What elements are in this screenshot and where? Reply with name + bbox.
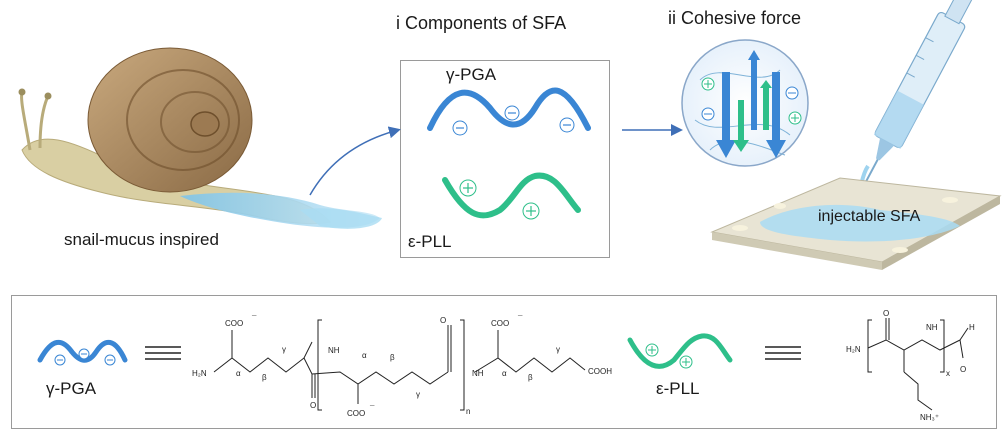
pll-label-bottom: ε-PLL bbox=[656, 379, 700, 398]
pga-label-top: γ-PGA bbox=[446, 65, 497, 84]
pll-chemical-labels: H₂N O NH x H O NH₃⁺ bbox=[846, 309, 975, 422]
chem-minus-3: ¯ bbox=[517, 315, 523, 324]
chem-nh-1: NH bbox=[328, 346, 340, 355]
chem-beta-1: β bbox=[262, 373, 267, 382]
chem-gamma-3: γ bbox=[556, 345, 560, 354]
chem-alpha-3: α bbox=[502, 369, 507, 378]
structure-box bbox=[11, 295, 997, 429]
pll-icon-bottom bbox=[627, 333, 733, 369]
chem-beta-2: β bbox=[390, 353, 395, 362]
chem-o-1: O bbox=[310, 401, 316, 410]
chem-coo-3: COO bbox=[491, 319, 509, 328]
pga-chemical-structure bbox=[213, 319, 586, 411]
chem-h: H bbox=[969, 323, 975, 332]
equivalence-symbol-pll bbox=[765, 346, 801, 360]
chem-minus-1: ¯ bbox=[251, 315, 257, 324]
chem-gamma-2: γ bbox=[416, 390, 420, 399]
chem-alpha-2: α bbox=[362, 351, 367, 360]
chem-n-subscript: n bbox=[466, 407, 470, 416]
chem-nh-3: NH bbox=[926, 323, 938, 332]
chem-beta-3: β bbox=[528, 373, 533, 382]
pll-chemical-structure bbox=[867, 318, 969, 411]
tissue-slab-illustration bbox=[710, 177, 1002, 270]
chem-o-3: O bbox=[883, 309, 889, 318]
chem-o-4: O bbox=[960, 365, 966, 374]
pll-label-top: ε-PLL bbox=[408, 232, 452, 251]
chem-h2n-pga: H₂N bbox=[192, 369, 207, 378]
pll-chain-top bbox=[442, 172, 581, 220]
section-ii-title: ii Cohesive force bbox=[668, 8, 802, 28]
chem-coo-1: COO bbox=[225, 319, 243, 328]
pga-label-bottom: γ-PGA bbox=[46, 379, 97, 398]
flow-arrow-snail-to-components bbox=[309, 126, 401, 196]
chem-o-2: O bbox=[440, 316, 446, 325]
chem-x-subscript: x bbox=[946, 369, 950, 378]
pga-chemical-labels: COO ¯ H₂N α β γ O NH α β γ O COO ¯ n NH … bbox=[192, 315, 612, 418]
chem-cooh: COOH bbox=[588, 367, 612, 376]
pga-icon-bottom bbox=[37, 340, 128, 366]
pga-chain-top bbox=[427, 87, 591, 136]
components-box bbox=[400, 60, 610, 258]
chem-alpha-1: α bbox=[236, 369, 241, 378]
snail-illustration bbox=[18, 47, 382, 229]
cohesive-force-circle bbox=[681, 39, 809, 167]
syringe-illustration bbox=[856, 0, 979, 206]
injectable-sfa-label: injectable SFA bbox=[818, 208, 921, 225]
section-i-title: i Components of SFA bbox=[396, 13, 567, 33]
chem-nh-2: NH bbox=[472, 369, 484, 378]
chem-h2n-pll: H₂N bbox=[846, 345, 861, 354]
chem-coo-2: COO bbox=[347, 409, 365, 418]
chem-nh3: NH₃⁺ bbox=[920, 413, 939, 422]
equivalence-symbol-pga bbox=[145, 346, 181, 360]
chem-minus-2: ¯ bbox=[369, 405, 375, 414]
chem-gamma-1: γ bbox=[282, 345, 286, 354]
snail-label: snail-mucus inspired bbox=[64, 230, 219, 249]
